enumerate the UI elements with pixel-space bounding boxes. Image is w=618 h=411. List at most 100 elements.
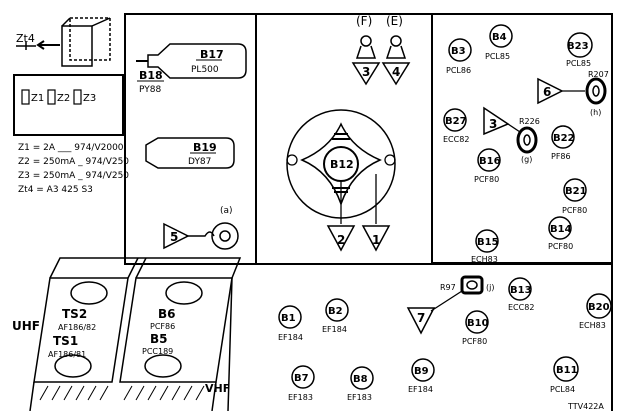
control-shaft xyxy=(385,45,407,59)
valve-b7: B7 EF183 xyxy=(288,365,315,402)
control-f: (F) 3 xyxy=(351,14,381,86)
valve-b8: B8 EF183 xyxy=(347,366,374,402)
valve-code: B4 xyxy=(492,32,507,43)
valve-type: ECC82 xyxy=(443,135,469,144)
fuse-marker-z3: Z3 xyxy=(83,93,96,104)
preset-r207: 6 R207 (h) xyxy=(537,70,609,117)
panel-frames xyxy=(13,13,613,411)
tuner-base xyxy=(29,277,233,411)
valve-code: B13 xyxy=(510,285,532,296)
valve-b15: B15 ECH83 xyxy=(471,229,499,264)
valve-b23: B23 PCL85 xyxy=(566,32,593,68)
preset-ref: (h) xyxy=(590,108,601,117)
tuner-ts2-type: AF186/82 xyxy=(58,323,96,332)
valve-code: B3 xyxy=(451,46,466,57)
tuner-valve-hole xyxy=(144,354,182,378)
valve-b22: B22 PF86 xyxy=(551,125,575,161)
valve-type: PCF80 xyxy=(562,206,587,215)
valve-type: EF184 xyxy=(322,325,347,334)
adjust-num-2: 2 xyxy=(337,233,345,247)
tuner-label-vhf: VHF xyxy=(205,382,230,395)
valve-b21: B21 PCF80 xyxy=(562,178,587,215)
preset-pot xyxy=(585,77,607,105)
valve-code: B14 xyxy=(550,224,572,235)
preset-pot-core xyxy=(466,280,478,290)
valve-code: B1 xyxy=(281,313,296,324)
valve-code: B8 xyxy=(353,374,368,385)
arrow-icon xyxy=(36,40,60,50)
valve-code: B22 xyxy=(553,133,575,144)
valve-type: EF184 xyxy=(278,333,303,342)
tuner-drawing xyxy=(29,257,242,411)
valve-type: PF86 xyxy=(551,152,571,161)
preset-pot-core xyxy=(523,134,531,146)
valve-type: PCL84 xyxy=(550,385,575,394)
valve-code: B9 xyxy=(414,366,429,377)
triangle-marker xyxy=(483,106,510,136)
b17-type: PL500 xyxy=(191,65,219,75)
preset-ref: (j) xyxy=(486,283,494,292)
fuse-row xyxy=(21,89,82,105)
tuner-ts2-code: TS2 xyxy=(62,307,87,321)
crt-ear xyxy=(384,154,396,166)
valve-type: ECH83 xyxy=(579,321,606,330)
b19-code: B19 xyxy=(193,141,217,154)
preset-code: R207 xyxy=(588,70,609,79)
valve-b4: B4 PCL85 xyxy=(485,24,513,61)
preset-pot-core xyxy=(592,85,600,97)
fuse-holder-back xyxy=(61,25,93,67)
preset-r226: 3 R226 (g) xyxy=(483,106,540,164)
valve-code: B23 xyxy=(567,41,589,52)
fuse-holder-front xyxy=(69,17,111,61)
triangle-marker xyxy=(406,307,436,335)
preset-num: 7 xyxy=(417,311,425,325)
b19-valve-drawing xyxy=(145,137,235,169)
valve-type: PCF80 xyxy=(462,337,487,346)
valve-type: PCF80 xyxy=(548,242,573,251)
b17-valve xyxy=(147,43,247,79)
control-shaft xyxy=(355,45,377,59)
control-e: (E) 4 xyxy=(381,14,411,86)
triangle-marker xyxy=(537,77,564,105)
control-f-label: (F) xyxy=(356,14,372,28)
tuner-b6-type: PCF86 xyxy=(150,322,175,331)
b12-code: B12 xyxy=(330,158,354,171)
preset-code: R97 xyxy=(440,283,456,292)
tuner-b6-code: B6 xyxy=(158,307,176,321)
preset-num: 6 xyxy=(543,85,551,99)
control-knob xyxy=(390,35,402,47)
valve-type: PCF80 xyxy=(474,175,499,184)
valve-b14: B14 PCF80 xyxy=(548,216,573,251)
valve-type: PCL85 xyxy=(485,52,510,61)
fuse-legend-line: Z2 = 250mA _ 974/V250 xyxy=(18,157,129,167)
preset-pot xyxy=(460,275,484,295)
tuner-top-edge xyxy=(49,257,242,279)
preset-r97: 7 R97 (j) xyxy=(406,275,494,335)
b19-type: DY87 xyxy=(188,157,211,167)
tuner-uhf-body xyxy=(33,277,129,383)
valve-type: EF184 xyxy=(408,385,433,394)
control-f-num: 3 xyxy=(362,65,370,79)
fuse-legend-line: Zt4 = A3 425 S3 xyxy=(18,185,93,195)
preset-num: 3 xyxy=(489,117,497,131)
b17-code: B17 xyxy=(200,48,224,61)
fuse-panel xyxy=(13,74,124,136)
valve-b16: B16 PCF80 xyxy=(474,148,501,184)
tuner-hatch xyxy=(39,385,205,401)
valve-type: PCL85 xyxy=(566,59,591,68)
adjuster-core xyxy=(219,230,231,242)
preset-pot xyxy=(516,126,538,154)
fuse-icon xyxy=(73,89,82,105)
valve-code: B21 xyxy=(565,186,587,197)
valve-b9: B9 EF184 xyxy=(408,358,435,394)
valve-type: PCL86 xyxy=(446,66,471,75)
fuse-legend-line: Z3 = 250mA _ 974/V250 xyxy=(18,171,129,181)
tuner-label-uhf: UHF xyxy=(12,319,40,333)
control-e-num: 4 xyxy=(392,65,400,79)
fuse-marker-z1: Z1 xyxy=(31,93,44,104)
fuse-holder-edge xyxy=(91,17,111,27)
preset-code: R226 xyxy=(519,117,540,126)
neck-panel xyxy=(124,13,257,265)
triangle-marker xyxy=(351,62,381,86)
